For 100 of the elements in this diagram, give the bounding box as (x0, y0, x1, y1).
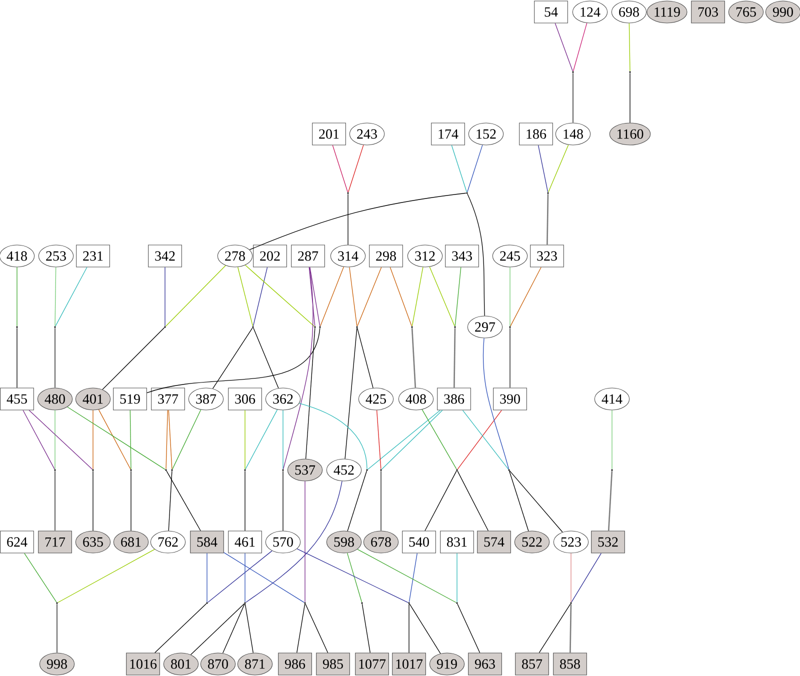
connector-line (408, 552, 418, 602)
connector-line (509, 328, 511, 388)
person-box: 174 (431, 122, 465, 146)
connector-line (282, 410, 284, 470)
connector-line (146, 328, 320, 394)
connector-line (154, 603, 207, 654)
connector-line (305, 604, 328, 654)
person-box: 377 (151, 388, 185, 410)
connector-line (282, 266, 314, 470)
connector-line (165, 265, 226, 327)
person-box: 857 (515, 652, 549, 676)
connector-line (24, 552, 57, 602)
connector-line (244, 604, 254, 654)
person-box: 574 (477, 530, 511, 554)
connector-line (55, 266, 88, 326)
connector-line (570, 552, 572, 602)
connector-line (454, 266, 462, 326)
connector-line (467, 144, 483, 192)
connector-line (296, 548, 408, 603)
connector-line (16, 266, 18, 326)
connector-line (56, 604, 58, 653)
connector-line (344, 328, 358, 460)
connector-line (346, 552, 362, 602)
connector-line (390, 266, 412, 326)
connector-line (348, 144, 364, 192)
person-box: 461 (228, 530, 262, 554)
connector-line (296, 604, 306, 654)
connector-line (381, 410, 443, 470)
connector-line (244, 410, 246, 470)
connector-line (482, 338, 510, 470)
connector-line (249, 192, 466, 250)
person-box: 703 (691, 0, 725, 24)
connector-line (408, 604, 410, 654)
connector-line (172, 409, 202, 470)
connector-line (357, 548, 456, 603)
person-box: 831 (440, 530, 474, 554)
connector-line (168, 410, 172, 470)
connector-line (572, 22, 588, 72)
connector-line (237, 266, 254, 326)
person-box: 1017 (392, 652, 426, 676)
connector-line (411, 328, 416, 388)
person-box: 298 (369, 244, 403, 268)
person-box: 231 (76, 244, 110, 268)
connector-line (253, 328, 279, 388)
connector-line (92, 410, 94, 470)
connector-line (376, 410, 382, 470)
connector-line (509, 470, 563, 532)
person-box: 306 (228, 388, 262, 410)
connector-line (166, 410, 168, 470)
person-box: 343 (445, 244, 479, 268)
person-box: 342 (148, 244, 182, 268)
person-box: 986 (278, 652, 312, 676)
connector-line (304, 480, 306, 602)
person-box: 1016 (126, 652, 160, 676)
connector-line (467, 194, 485, 316)
connector-line (368, 410, 441, 470)
connector-line (349, 266, 358, 326)
connector-line (347, 470, 368, 532)
connector-line (208, 550, 272, 603)
person-box: 858 (553, 652, 587, 676)
connector-line (356, 328, 374, 388)
connector-line (67, 406, 166, 470)
connector-line (457, 470, 489, 532)
connector-line (130, 410, 132, 470)
connector-line (362, 604, 370, 654)
connector-line (54, 471, 56, 531)
connector-line (54, 328, 56, 388)
connector-line (357, 266, 382, 326)
connector-line (252, 266, 268, 326)
connector-line (538, 604, 571, 654)
person-box: 717 (38, 530, 72, 554)
connector-line (546, 194, 549, 245)
connector-line (628, 22, 630, 72)
connector-line (570, 604, 572, 653)
connector-line (22, 410, 55, 470)
connector-line (212, 328, 253, 389)
person-box: 201 (312, 122, 346, 146)
connector-line (298, 403, 368, 470)
connector-line (456, 552, 458, 602)
connector-line (320, 266, 344, 326)
connector-line (28, 410, 93, 470)
person-box: 186 (519, 122, 553, 146)
connector-line (246, 480, 342, 603)
connector-line (222, 604, 245, 654)
connector-line (102, 327, 165, 390)
person-box: 54 (534, 0, 568, 24)
person-box: 985 (316, 652, 350, 676)
connector-line (308, 266, 316, 326)
connector-line (16, 328, 18, 388)
connector-line (454, 328, 456, 388)
connector-line (244, 470, 246, 532)
person-box: 323 (530, 244, 564, 268)
connector-line (244, 552, 246, 602)
connector-line (244, 264, 315, 327)
connector-line (548, 144, 569, 192)
connector-line (92, 470, 94, 532)
connector-line (412, 266, 424, 326)
connector-line (572, 73, 574, 123)
connector-line (206, 552, 208, 602)
connector-line (58, 549, 155, 603)
